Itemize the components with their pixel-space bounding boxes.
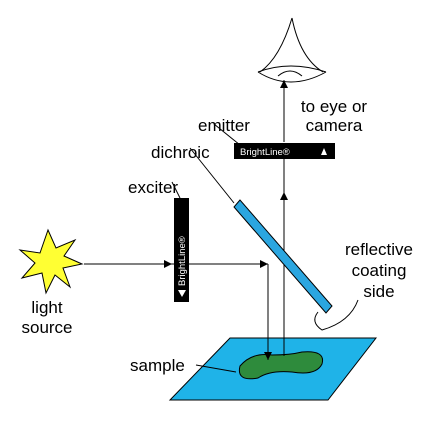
dichroic-mirror	[233, 199, 333, 314]
eye-icon	[257, 17, 327, 83]
sample-label: sample	[130, 356, 185, 375]
leader-lines	[171, 123, 359, 373]
reflective-label-line2: coating	[351, 261, 407, 280]
emitter-brand-label: BrightLine®	[240, 147, 290, 158]
to-eye-label-line1: to eye or	[300, 97, 368, 116]
exciter-label: exciter	[128, 178, 179, 197]
arrowheads	[164, 80, 288, 360]
light-source-label-line2: source	[21, 318, 73, 337]
exciter-brand-label: BrightLine®	[177, 236, 188, 286]
to-eye-label-line2: camera	[305, 116, 363, 135]
starburst-icon	[18, 228, 84, 295]
exciter-filter: BrightLine®	[174, 198, 189, 302]
emitter-filter: BrightLine®	[234, 143, 335, 159]
light-source-label-line1: light	[31, 298, 63, 317]
emitter-label: emitter	[198, 116, 250, 135]
reflective-label-line3: side	[363, 282, 395, 301]
reflective-label-line1: reflective	[344, 240, 414, 259]
dichroic-label: dichroic	[151, 143, 210, 162]
sample-specimen	[238, 351, 324, 380]
